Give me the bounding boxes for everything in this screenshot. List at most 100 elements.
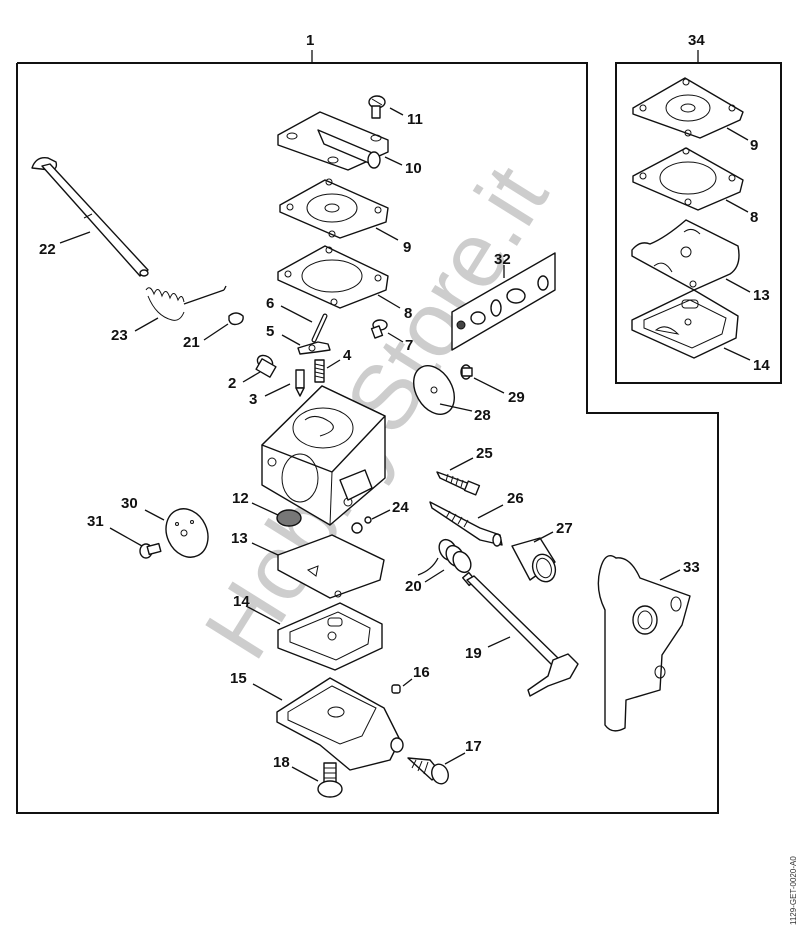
part-30-choke-plate-icon[interactable] bbox=[158, 502, 215, 564]
part-32-parts-set-icon[interactable] bbox=[451, 252, 556, 351]
svg-text:13: 13 bbox=[231, 530, 248, 547]
svg-text:10: 10 bbox=[405, 160, 422, 177]
part-31-screw-icon[interactable] bbox=[139, 542, 162, 559]
svg-text:4: 4 bbox=[343, 347, 352, 364]
callout-14: 14 bbox=[233, 593, 281, 625]
part-21-e-clip-icon[interactable] bbox=[228, 312, 244, 326]
part-16-plug-icon[interactable] bbox=[391, 684, 401, 694]
svg-text:18: 18 bbox=[273, 754, 290, 771]
callout-7: 7 bbox=[387, 332, 413, 354]
part-4-spring-icon[interactable] bbox=[314, 359, 325, 383]
part-28-throttle-plate-icon[interactable] bbox=[405, 358, 462, 421]
svg-text:33: 33 bbox=[683, 559, 700, 576]
callout-31: 31 bbox=[87, 513, 143, 547]
part-2-plug-icon[interactable] bbox=[255, 353, 277, 378]
part-20-spring-icon[interactable] bbox=[417, 536, 474, 576]
callout-kit-9: 9 bbox=[726, 127, 758, 154]
svg-text:2: 2 bbox=[228, 375, 236, 392]
svg-text:15: 15 bbox=[230, 670, 247, 687]
part-5-inlet-lever-icon[interactable] bbox=[297, 341, 331, 355]
callout-33: 33 bbox=[659, 559, 700, 581]
part-18-screw-icon[interactable] bbox=[317, 762, 343, 798]
svg-text:21: 21 bbox=[183, 334, 200, 351]
svg-text:9: 9 bbox=[403, 239, 411, 256]
callout-22: 22 bbox=[39, 231, 91, 258]
svg-text:30: 30 bbox=[121, 495, 138, 512]
svg-text:11: 11 bbox=[407, 111, 423, 128]
callout-27: 27 bbox=[533, 520, 573, 543]
callout-13: 13 bbox=[231, 530, 279, 556]
callout-9: 9 bbox=[375, 227, 411, 256]
kit-part-9-diaphragm-icon[interactable] bbox=[632, 77, 744, 139]
svg-text:14: 14 bbox=[233, 593, 250, 610]
carburetor-body-icon[interactable] bbox=[261, 385, 386, 526]
svg-text:24: 24 bbox=[392, 499, 409, 516]
kit-outline: 34 bbox=[615, 32, 782, 384]
part-17-screw-icon[interactable] bbox=[407, 757, 451, 786]
callout-assembly: 1 bbox=[306, 32, 314, 49]
drawing-code: 1129-GET-0020-A0 bbox=[789, 856, 798, 925]
svg-text:13: 13 bbox=[753, 287, 770, 304]
callout-20: 20 bbox=[405, 569, 445, 595]
part-10-pump-cover-icon[interactable] bbox=[277, 111, 389, 171]
part-26-adjusting-screw-icon[interactable] bbox=[429, 501, 503, 547]
part-11-screw-icon[interactable] bbox=[368, 95, 386, 119]
svg-text:3: 3 bbox=[249, 391, 257, 408]
svg-text:17: 17 bbox=[465, 738, 482, 755]
part-6-pin-icon[interactable] bbox=[311, 313, 328, 343]
callout-16: 16 bbox=[402, 664, 430, 687]
callout-5: 5 bbox=[266, 323, 301, 346]
svg-text:27: 27 bbox=[556, 520, 573, 537]
svg-text:31: 31 bbox=[87, 513, 104, 530]
callout-28: 28 bbox=[439, 403, 491, 424]
callout-4: 4 bbox=[326, 347, 352, 369]
callout-2: 2 bbox=[228, 371, 261, 392]
part-23-torsion-spring-icon[interactable] bbox=[145, 285, 227, 321]
kit-part-13-metering-diaphragm-icon[interactable] bbox=[631, 219, 740, 291]
part-22-throttle-shaft-icon[interactable] bbox=[31, 157, 149, 277]
callout-18: 18 bbox=[273, 754, 319, 782]
callout-30: 30 bbox=[121, 495, 165, 521]
svg-text:5: 5 bbox=[266, 323, 274, 340]
callout-29: 29 bbox=[473, 377, 525, 406]
svg-text:20: 20 bbox=[405, 578, 422, 595]
svg-text:6: 6 bbox=[266, 295, 274, 312]
callout-24: 24 bbox=[371, 499, 409, 520]
part-9-pump-diaphragm-icon[interactable] bbox=[279, 178, 389, 239]
part-29-screw-icon[interactable] bbox=[460, 364, 473, 380]
part-14-gasket-icon[interactable] bbox=[277, 602, 383, 671]
part-13-metering-diaphragm-icon[interactable] bbox=[277, 534, 385, 599]
part-12-strainer-icon[interactable] bbox=[276, 509, 302, 527]
part-19-choke-shaft-icon[interactable] bbox=[462, 571, 579, 697]
part-8-gasket-icon[interactable] bbox=[277, 245, 389, 309]
svg-text:22: 22 bbox=[39, 241, 56, 258]
callout-21: 21 bbox=[183, 323, 229, 351]
part-7-screw-icon[interactable] bbox=[370, 319, 388, 339]
callout-15: 15 bbox=[230, 670, 283, 701]
callout-11: 11 bbox=[389, 107, 423, 128]
part-3-inlet-needle-icon[interactable] bbox=[295, 369, 305, 397]
svg-text:12: 12 bbox=[232, 490, 249, 507]
part-27-limiter-cap-icon[interactable] bbox=[511, 537, 559, 585]
callout-25: 25 bbox=[449, 445, 493, 471]
callout-kit-13: 13 bbox=[725, 278, 770, 304]
svg-text:19: 19 bbox=[465, 645, 482, 662]
callout-kit-8: 8 bbox=[725, 199, 758, 226]
kit-part-8-gasket-icon[interactable] bbox=[632, 147, 744, 211]
kit-part-14-gasket-icon[interactable] bbox=[631, 289, 739, 359]
svg-text:8: 8 bbox=[750, 209, 758, 226]
callout-kit-14: 14 bbox=[723, 347, 770, 374]
part-24-retainer-icon[interactable] bbox=[351, 516, 372, 534]
svg-text:28: 28 bbox=[474, 407, 491, 424]
svg-text:26: 26 bbox=[507, 490, 524, 507]
svg-text:25: 25 bbox=[476, 445, 493, 462]
assembly-outline: 1 bbox=[16, 32, 719, 814]
svg-text:29: 29 bbox=[508, 389, 525, 406]
svg-text:9: 9 bbox=[750, 137, 758, 154]
part-25-adjusting-screw-icon[interactable] bbox=[436, 471, 481, 496]
callout-3: 3 bbox=[249, 383, 291, 408]
callout-12: 12 bbox=[232, 490, 279, 516]
part-15-end-cover-icon[interactable] bbox=[276, 677, 404, 771]
part-33-manifold-icon[interactable] bbox=[597, 555, 691, 732]
